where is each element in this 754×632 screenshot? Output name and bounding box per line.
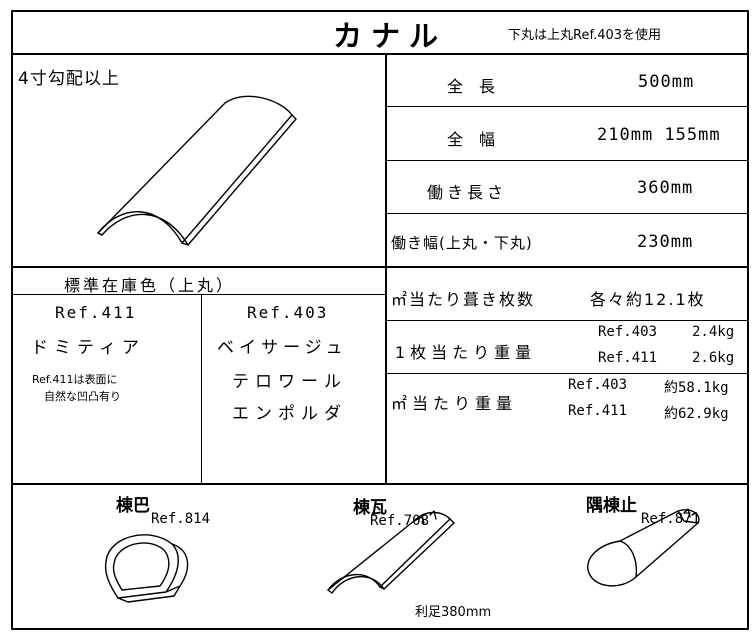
divider-weight [385,373,749,374]
color-411-note-2: 自然な凹凸有り [44,390,121,403]
weight-tile-value-403: 2.4kg [692,324,735,340]
header-note: 下丸は上丸Ref.403を使用 [508,28,662,43]
spec-length-label: 全 長 [447,77,496,96]
weight-m2-value-403: 約58.1kg [664,380,729,396]
accessory-name-munegawara: 棟瓦 [353,498,387,518]
accessory-708-overlap-note: 利足380mm [415,605,492,620]
divider-center [385,53,387,483]
sumimunedome-illustration [587,508,700,587]
color-emporda: エンポルダ [232,404,347,424]
accessory-name-sumimunedome: 隅棟止 [586,496,637,516]
munegawara-illustration [327,510,455,594]
spec-working-width-label: 働き幅(上丸・下丸) [391,234,533,252]
color-baysage: ベイサージュ [217,338,348,358]
weight-tile-ref-411: Ref.411 [598,350,658,366]
divider-spec-3 [385,213,749,214]
color-411-note-1: Ref.411は表面に [32,373,118,386]
divider-spec-2 [385,160,749,161]
weight-m2-ref-411: Ref.411 [568,403,628,419]
weight-per-tile-label: 1枚当たり重量 [395,343,537,362]
spec-working-width-value: 230mm [637,232,694,252]
munetomoe-illustration [104,534,189,603]
divider-coverage [385,320,749,321]
spec-working-length-label: 働き長さ [427,183,508,202]
spec-width-value: 210mm 155mm [597,125,721,145]
color-terroir: テロワール [232,372,347,392]
color-domitia: ドミティア [31,338,145,358]
canal-tile-illustration [97,95,297,246]
weight-m2-value-411: 約62.9kg [664,406,729,422]
divider-color-heading [11,294,385,295]
color-ref-411: Ref.411 [55,303,137,322]
accessory-ref-708: Ref.708 [370,513,430,529]
divider-mid [11,266,749,268]
divider-color-columns [201,294,202,483]
weight-tile-value-411: 2.6kg [692,350,735,366]
spec-width-label: 全 幅 [447,130,496,149]
accessory-ref-814: Ref.814 [151,511,211,527]
weight-tile-ref-403: Ref.403 [598,324,658,340]
spec-length-value: 500mm [638,72,695,92]
weight-m2-ref-403: Ref.403 [568,377,628,393]
coverage-value: 各々約12.1枚 [590,290,706,309]
product-title: カナル [333,19,448,53]
spec-working-length-value: 360mm [637,178,694,198]
divider-header [11,53,749,55]
divider-spec-1 [385,106,749,107]
coverage-label: ㎡当たり葺き枚数 [391,290,536,309]
divider-accessories [11,483,749,485]
weight-per-m2-label: ㎡当たり重量 [391,394,518,413]
stock-colors-heading: 標準在庫色（上丸） [64,276,236,295]
color-ref-403: Ref.403 [247,303,329,322]
accessory-name-munetomoe: 棟巴 [116,496,150,516]
pitch-label: 4寸勾配以上 [18,69,120,89]
